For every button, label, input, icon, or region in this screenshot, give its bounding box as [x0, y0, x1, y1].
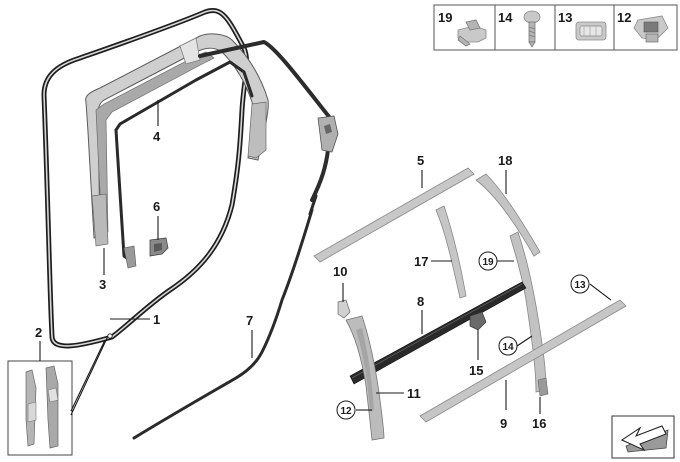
- inner-window-seal: [114, 60, 254, 269]
- callout-10: 10: [333, 264, 347, 279]
- callout-17: 17: [414, 254, 428, 269]
- leader-2b: [70, 339, 106, 412]
- callout-13: 13: [574, 280, 586, 291]
- door-frame-seal: [41, 8, 250, 349]
- callout-11: 11: [407, 386, 421, 401]
- callout-1: 1: [153, 312, 160, 327]
- screw-icon: [523, 10, 541, 48]
- edge-clip-icon: [575, 21, 607, 41]
- callout-16: 16: [532, 416, 546, 431]
- callout-4: 4: [153, 129, 161, 144]
- callout-6: 6: [153, 199, 160, 214]
- clip-part-15: [469, 311, 487, 331]
- clip-part-6: [149, 237, 169, 257]
- legend-number-13: 13: [558, 10, 572, 25]
- belt-strip-8: [349, 281, 527, 385]
- callout-19: 19: [482, 257, 494, 268]
- b-pillar-seal: [198, 40, 339, 202]
- callout-13-circle: 13: [570, 274, 590, 294]
- callout-7: 7: [246, 313, 253, 328]
- callout-14-circle: 14: [498, 336, 518, 356]
- trim-strip-5: [313, 167, 475, 263]
- callout-5: 5: [417, 153, 424, 168]
- lower-trim-strip-9: [419, 299, 627, 423]
- window-guide-channel: [85, 33, 269, 247]
- direction-badge[interactable]: [611, 415, 675, 459]
- clip-part-10: [337, 299, 351, 319]
- callout-12-circle: 12: [336, 400, 356, 420]
- trim-strip-16: [509, 231, 549, 397]
- lower-door-seal: [132, 194, 318, 440]
- callout-14: 14: [502, 342, 514, 353]
- detail-inset-2: [7, 360, 73, 456]
- trim-strip-18: [475, 173, 541, 257]
- parts-legend: 19 14 13 12: [433, 4, 678, 51]
- legend-number-12: 12: [617, 10, 631, 25]
- direction-arrow-icon: [620, 425, 669, 453]
- trim-strip-17: [435, 205, 467, 299]
- expanding-nut-icon: [633, 15, 669, 43]
- pillar-trim-11: [345, 315, 385, 441]
- callout-15: 15: [469, 363, 483, 378]
- callout-12: 12: [340, 406, 352, 417]
- legend-number-14: 14: [498, 10, 513, 25]
- callout-18: 18: [498, 153, 512, 168]
- legend-number-19: 19: [438, 10, 452, 25]
- leader-2a: [70, 335, 109, 416]
- callout-19-circle: 19: [478, 251, 498, 271]
- callout-3: 3: [99, 277, 106, 292]
- callout-8: 8: [417, 294, 424, 309]
- bracket-clip-icon: [457, 19, 487, 47]
- callout-2: 2: [35, 325, 42, 340]
- callout-9: 9: [500, 416, 507, 431]
